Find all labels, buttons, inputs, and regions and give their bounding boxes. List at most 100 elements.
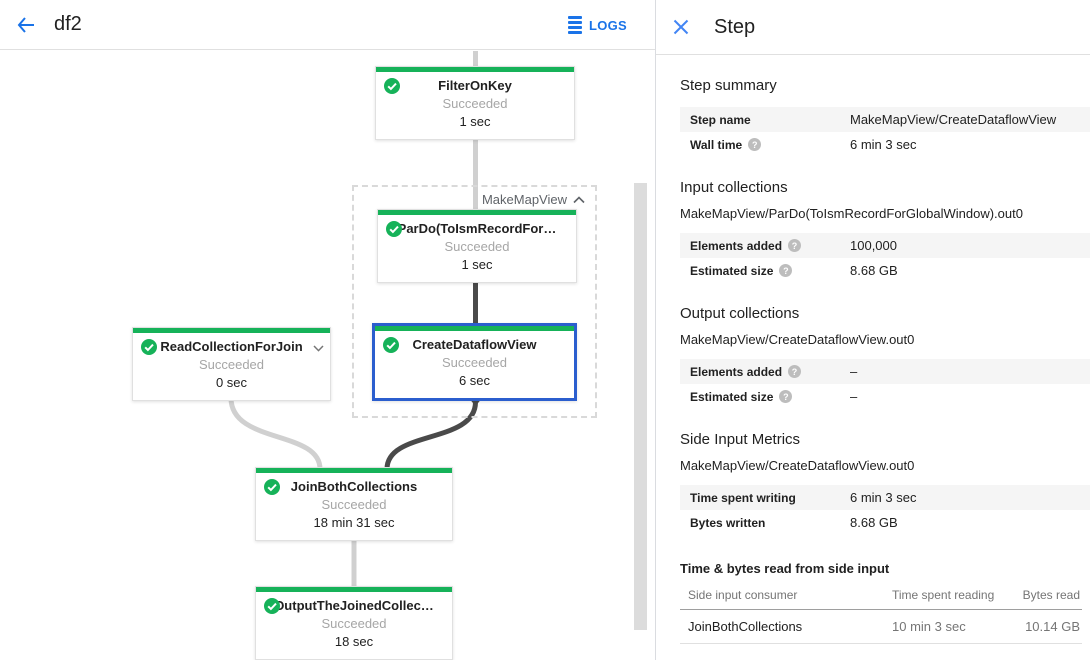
close-icon xyxy=(673,19,689,35)
section-heading: Input collections xyxy=(680,179,788,196)
success-check-icon xyxy=(386,221,402,242)
node-status-bar xyxy=(256,468,452,473)
node-read-collection-for-join[interactable]: ReadCollectionForJoin Succeeded 0 sec xyxy=(132,327,331,401)
collection-name: MakeMapView/ParDo(ToIsmRecordForGlobalWi… xyxy=(680,206,1023,221)
help-icon[interactable]: ? xyxy=(779,390,793,403)
node-create-dataflow-view[interactable]: CreateDataflowView Succeeded 6 sec xyxy=(372,323,577,401)
node-status: Succeeded xyxy=(321,497,387,512)
kv-label-text: Step name xyxy=(690,112,751,127)
node-time: 1 sec xyxy=(461,257,493,272)
section-output-collections: Output collections MakeMapView/CreateDat… xyxy=(680,305,1090,409)
pipeline-graph-pane: MakeMapView FilterOnKey Succeeded 1 sec xyxy=(0,0,656,660)
group-label-text: MakeMapView xyxy=(481,192,567,207)
help-icon[interactable]: ? xyxy=(788,365,802,378)
step-details-panel: Step Step summary Step name MakeMapView/… xyxy=(656,0,1090,660)
cell-consumer: JoinBothCollections xyxy=(680,609,884,644)
kv-row-elements-added: Elements added? 100,000 xyxy=(680,233,1090,258)
node-time: 1 sec xyxy=(459,114,491,129)
node-title: ParDo(ToIsmRecordFor… xyxy=(397,221,557,236)
collection-name: MakeMapView/CreateDataflowView.out0 xyxy=(680,332,915,347)
node-join-both-collections[interactable]: JoinBothCollections Succeeded 18 min 31 … xyxy=(255,467,453,541)
help-icon[interactable]: ? xyxy=(748,138,762,151)
node-status: Succeeded xyxy=(321,616,387,631)
node-title: FilterOnKey xyxy=(438,78,512,93)
kv-value-text: 6 min 3 sec xyxy=(850,137,917,152)
col-header-bytes-read: Bytes read xyxy=(1002,584,1082,610)
success-check-icon xyxy=(384,78,400,99)
kv-value-text: 8.68 GB xyxy=(850,515,898,530)
kv-row-estimated-size: Estimated size? – xyxy=(680,384,1090,409)
kv-row-elements-added: Elements added? – xyxy=(680,359,1090,384)
node-title: ReadCollectionForJoin xyxy=(160,339,303,354)
success-check-icon xyxy=(264,598,280,619)
section-side-input-metrics: Side Input Metrics MakeMapView/CreateDat… xyxy=(680,431,1090,535)
kv-value-text: – xyxy=(850,389,858,404)
logs-button[interactable]: LOGS xyxy=(567,0,627,50)
kv-value-text: 6 min 3 sec xyxy=(850,490,917,505)
side-input-read-table: Side input consumer Time spent reading B… xyxy=(680,584,1082,644)
cell-bytes-read: 10.14 GB xyxy=(1002,609,1082,644)
success-check-icon xyxy=(264,479,280,500)
node-time: 18 sec xyxy=(334,634,374,649)
chevron-up-icon xyxy=(573,192,585,207)
node-status-bar xyxy=(376,67,574,72)
section-side-input-read-table: Time & bytes read from side input Side i… xyxy=(680,561,1090,644)
node-filter-on-key[interactable]: FilterOnKey Succeeded 1 sec xyxy=(375,66,575,140)
node-status-bar xyxy=(375,326,574,331)
chevron-down-icon[interactable] xyxy=(313,339,324,357)
kv-row-estimated-size: Estimated size? 8.68 GB xyxy=(680,258,1090,283)
section-step-summary: Step summary Step name MakeMapView/Creat… xyxy=(680,77,1090,157)
group-label-makemapview[interactable]: MakeMapView xyxy=(479,192,587,207)
node-status-bar xyxy=(256,587,452,592)
node-status-bar xyxy=(378,210,576,215)
logs-button-label: LOGS xyxy=(588,17,627,33)
close-panel-button[interactable] xyxy=(661,7,701,47)
node-title: CreateDataflowView xyxy=(412,337,537,352)
node-status-bar xyxy=(133,328,330,333)
kv-label-text: Estimated size xyxy=(690,389,774,404)
table-header-row: Side input consumer Time spent reading B… xyxy=(680,584,1082,610)
panel-title: Step xyxy=(714,15,756,38)
col-header-time-spent-reading: Time spent reading xyxy=(884,584,1002,610)
cell-time-spent-reading: 10 min 3 sec xyxy=(884,609,1002,644)
node-status: Succeeded xyxy=(442,96,508,111)
node-time: 0 sec xyxy=(215,375,248,390)
node-time: 6 sec xyxy=(458,373,491,388)
help-icon[interactable]: ? xyxy=(779,264,793,277)
back-button[interactable] xyxy=(6,5,46,45)
section-heading: Side Input Metrics xyxy=(680,431,801,448)
kv-row-step-name: Step name MakeMapView/CreateDataflowView xyxy=(680,107,1090,132)
graph-vertical-scrollbar[interactable] xyxy=(634,183,647,630)
kv-label-text: Time spent writing xyxy=(690,490,796,505)
kv-label-text: Bytes written xyxy=(690,515,766,530)
kv-value-text: 8.68 GB xyxy=(850,263,898,278)
kv-row-bytes-written: Bytes written 8.68 GB xyxy=(680,510,1090,535)
kv-label-text: Estimated size xyxy=(690,263,774,278)
kv-label-text: Elements added xyxy=(690,238,783,253)
kv-label-text: Elements added xyxy=(690,364,783,379)
node-title: OutputTheJoinedCollec… xyxy=(274,598,434,613)
kv-label-text: Wall time xyxy=(690,137,743,152)
kv-value-text: MakeMapView/CreateDataflowView xyxy=(850,112,1057,127)
node-status: Succeeded xyxy=(441,355,508,370)
node-time: 18 min 31 sec xyxy=(313,515,395,530)
node-output-the-joined-collection[interactable]: OutputTheJoinedCollec… Succeeded 18 sec xyxy=(255,586,453,660)
success-check-icon xyxy=(141,339,157,360)
node-status: Succeeded xyxy=(444,239,510,254)
kv-row-wall-time: Wall time? 6 min 3 sec xyxy=(680,132,1090,157)
node-title: JoinBothCollections xyxy=(290,479,418,494)
col-header-side-input-consumer: Side input consumer xyxy=(680,584,884,610)
section-heading: Output collections xyxy=(680,305,800,322)
node-pardo-to-ism-record[interactable]: ParDo(ToIsmRecordFor… Succeeded 1 sec xyxy=(377,209,577,283)
collection-name: MakeMapView/CreateDataflowView.out0 xyxy=(680,458,915,473)
back-arrow-icon xyxy=(17,16,34,33)
kv-row-time-spent-writing: Time spent writing 6 min 3 sec xyxy=(680,485,1090,510)
table-heading: Time & bytes read from side input xyxy=(680,561,890,576)
step-panel-content: Step summary Step name MakeMapView/Creat… xyxy=(656,55,1090,644)
job-title: df2 xyxy=(54,13,82,35)
job-topbar: df2 LOGS xyxy=(0,0,655,50)
composite-group-makemapview: MakeMapView xyxy=(352,185,597,418)
section-heading: Step summary xyxy=(680,77,777,94)
help-icon[interactable]: ? xyxy=(788,239,802,252)
